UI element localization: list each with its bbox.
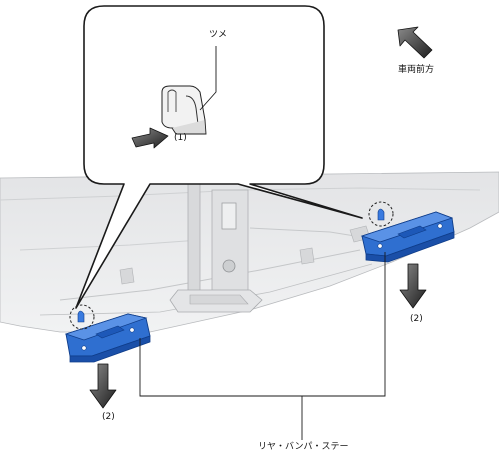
removal-arrow-right-icon xyxy=(399,263,427,309)
step2-label-left: (2) xyxy=(102,412,115,422)
part-name-label: リヤ・バンパ・ステー xyxy=(258,442,349,452)
step1-label: (1) xyxy=(174,133,187,143)
detail-callout xyxy=(75,5,363,309)
forward-direction-label: 車両前方 xyxy=(398,65,435,75)
part-leader-line xyxy=(139,252,386,440)
left-bumper-stay xyxy=(64,304,151,363)
clip-detail xyxy=(161,46,217,135)
right-bumper-stay xyxy=(360,201,455,263)
forward-arrow-icon xyxy=(397,26,433,59)
push-arrow-icon xyxy=(131,127,169,149)
claw-label: ツメ xyxy=(209,30,228,40)
step2-label-right: (2) xyxy=(410,314,423,324)
removal-arrow-left-icon xyxy=(89,363,117,409)
vehicle-underbody xyxy=(0,171,499,333)
